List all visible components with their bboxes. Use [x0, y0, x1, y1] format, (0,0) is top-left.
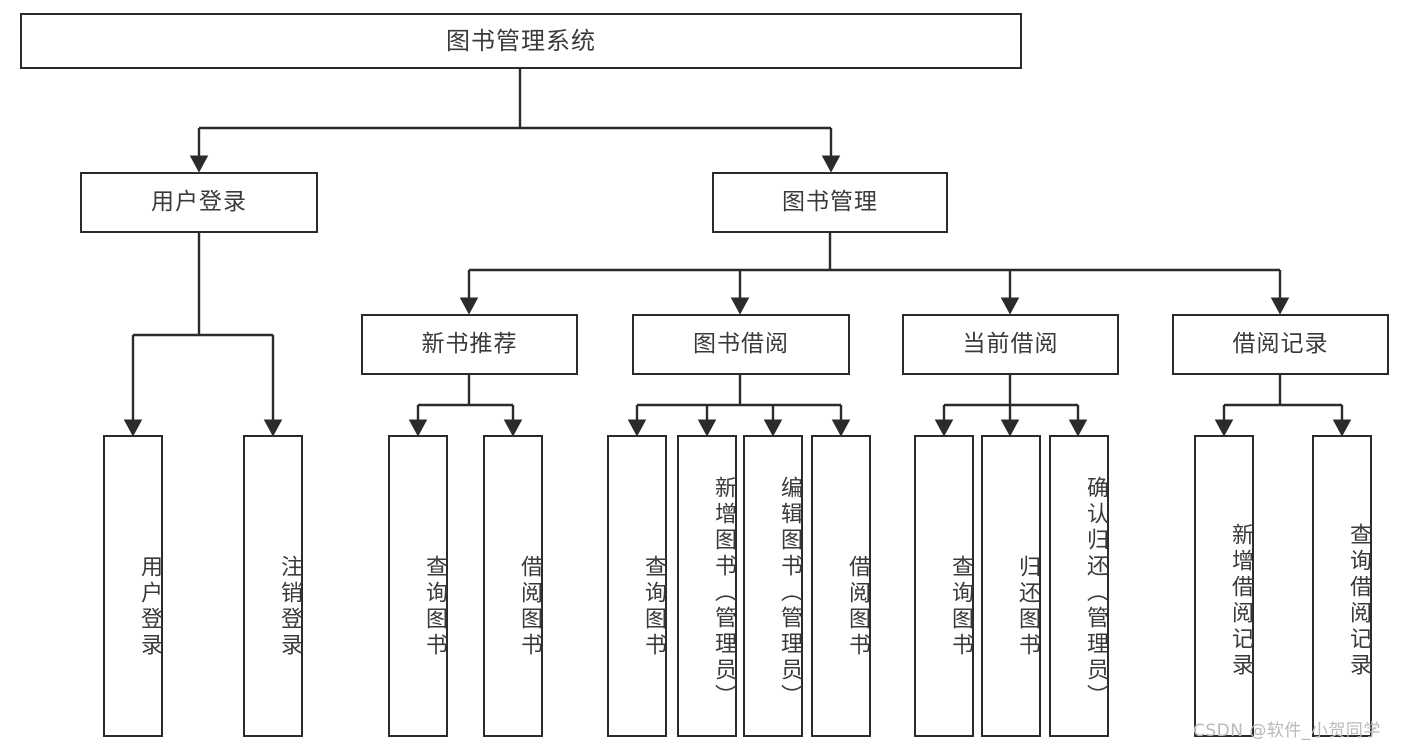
csdn-watermark: CSDN @软件_小贺同学: [1193, 721, 1381, 741]
node-leaf-user-logout[interactable]: 注销登录: [243, 435, 303, 737]
node-borrow-record[interactable]: 借阅记录: [1172, 314, 1389, 375]
node-leaf-recommend-borrow-book[interactable]: 借阅图书: [483, 435, 543, 737]
node-root-system[interactable]: 图书管理系统: [20, 13, 1022, 69]
node-leaf-borrow-add-book-admin[interactable]: 新增图书（管理员）: [677, 435, 737, 737]
node-leaf-current-confirm-return-admin[interactable]: 确认归还（管理员）: [1049, 435, 1109, 737]
node-leaf-record-add-borrow-record[interactable]: 新增借阅记录: [1194, 435, 1254, 737]
node-book-borrow[interactable]: 图书借阅: [632, 314, 850, 375]
node-leaf-borrow-edit-book-admin[interactable]: 编辑图书（管理员）: [743, 435, 803, 737]
node-new-book-recommend[interactable]: 新书推荐: [361, 314, 578, 375]
node-user-login[interactable]: 用户登录: [80, 172, 318, 233]
node-leaf-user-login[interactable]: 用户登录: [103, 435, 163, 737]
node-leaf-current-query-book[interactable]: 查询图书: [914, 435, 974, 737]
node-leaf-record-query-borrow-record[interactable]: 查询借阅记录: [1312, 435, 1372, 737]
node-leaf-recommend-query-book[interactable]: 查询图书: [388, 435, 448, 737]
node-current-borrow[interactable]: 当前借阅: [902, 314, 1119, 375]
node-leaf-borrow-borrow-book[interactable]: 借阅图书: [811, 435, 871, 737]
node-leaf-current-return-book[interactable]: 归还图书: [981, 435, 1041, 737]
node-book-management[interactable]: 图书管理: [712, 172, 948, 233]
node-leaf-borrow-query-book[interactable]: 查询图书: [607, 435, 667, 737]
